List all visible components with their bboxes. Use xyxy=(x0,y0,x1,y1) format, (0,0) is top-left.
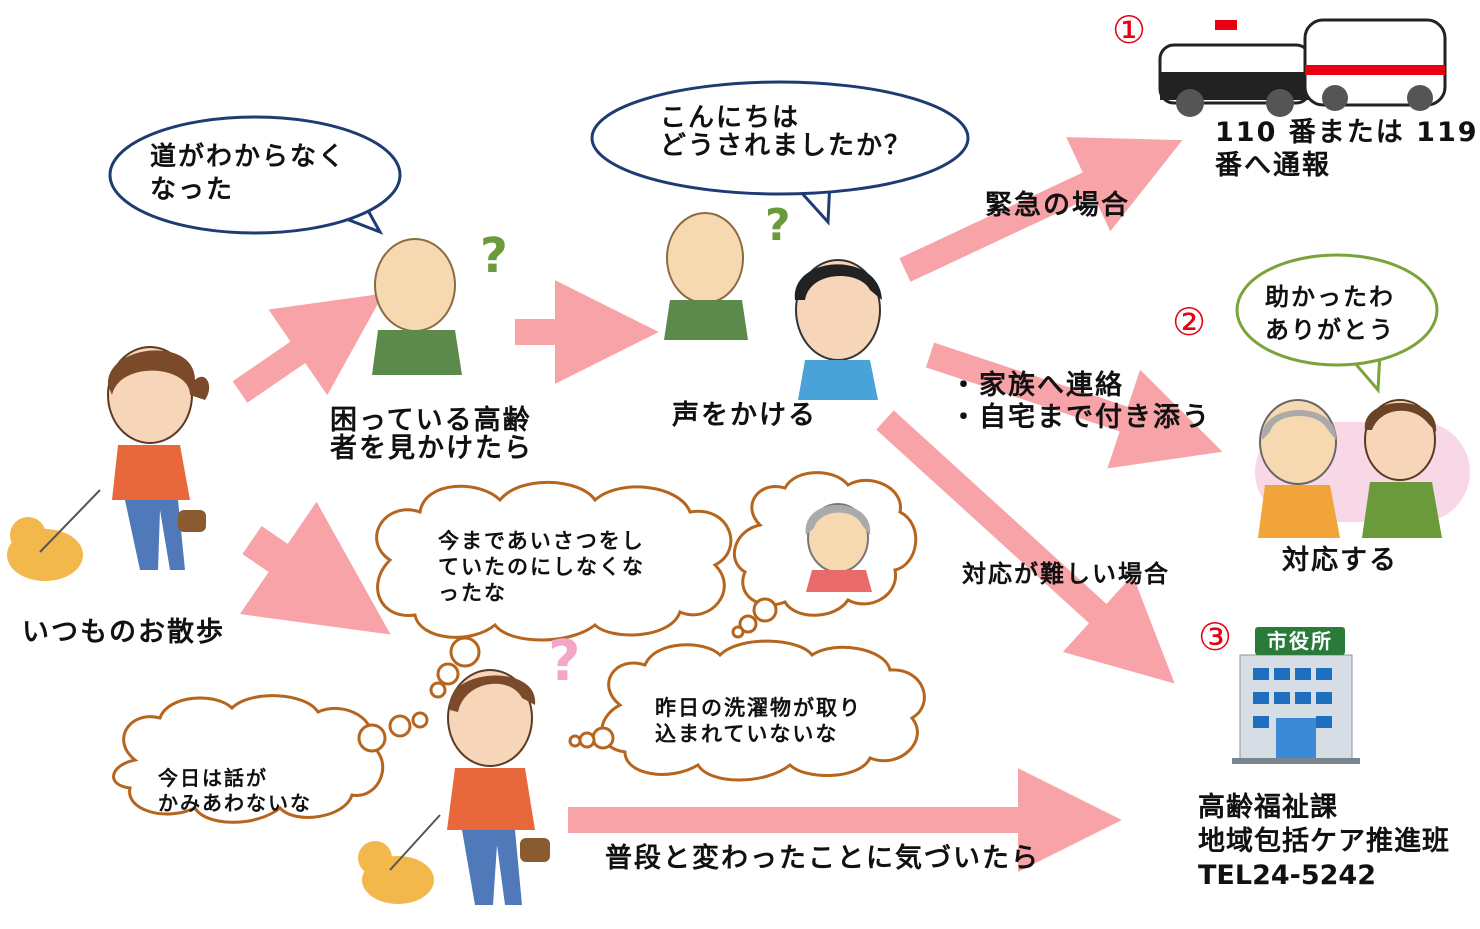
department-name-line2: 地域包括ケア推進班 xyxy=(1198,826,1450,857)
thought-cloud-greeting xyxy=(375,480,733,642)
city-arrow-label: 対応が難しい場合 xyxy=(962,560,1170,588)
arrow-family xyxy=(925,342,1223,469)
svg-text:?: ? xyxy=(765,200,791,251)
encounter-label-line2: 者を見かけたら xyxy=(330,433,533,464)
city-hall-building-illustration xyxy=(1232,627,1360,764)
number-three-badge: ③ xyxy=(1198,615,1233,659)
police-car-and-ambulance-illustration xyxy=(1158,18,1447,117)
cloud-greeting-line3: ったな xyxy=(438,581,507,605)
family-bullet-1: ・家族へ連絡 xyxy=(950,370,1124,401)
arrow-walk-to-notice xyxy=(239,501,391,635)
number-two-badge: ② xyxy=(1172,300,1207,344)
thought-cloud-conversation xyxy=(112,694,385,824)
encounter-label-line1: 困っている高齢 xyxy=(330,405,532,436)
svg-text:?: ? xyxy=(548,629,580,694)
woman-walking-dog-illustration xyxy=(7,346,210,581)
department-name-line1: 高齢福祉課 xyxy=(1198,792,1338,823)
cloud-conversation-line2: かみあわないな xyxy=(158,791,312,815)
respond-label: 対応する xyxy=(1282,545,1398,576)
thanks-bubble-line1: 助かったわ xyxy=(1265,283,1395,311)
emergency-arrow-label: 緊急の場合 xyxy=(985,190,1130,221)
cloud-greeting-line2: ていたのにしなくな xyxy=(438,555,645,579)
thanks-bubble-line2: ありがとう xyxy=(1265,316,1395,344)
confused-elderly-man-illustration: ? xyxy=(372,228,508,375)
arrow-city xyxy=(876,410,1175,684)
number-one-badge: ① xyxy=(1112,8,1147,52)
cloud-laundry-line2: 込まれていないな xyxy=(655,722,839,746)
greeting-bubble-line2: どうされましたか？ xyxy=(660,131,913,161)
walk-label: いつものお散歩 xyxy=(22,617,225,648)
city-hall-sign: 市役所 xyxy=(1267,629,1333,653)
arrow-walk-to-encounter xyxy=(232,293,384,403)
lost-bubble-line1: 道がわからなく xyxy=(150,142,347,172)
speech-bubble-thanks xyxy=(1235,253,1439,394)
lost-bubble-line2: なった xyxy=(150,175,235,205)
elderly-man-with-helper-illustration: ? xyxy=(664,200,882,400)
cloud-conversation-line1: 今日は話が xyxy=(158,766,268,790)
cloud-laundry-line1: 昨日の洗濯物が取り xyxy=(655,696,862,720)
emergency-result-line1: 110 番または 119 xyxy=(1215,117,1479,148)
arrow-emergency xyxy=(899,137,1183,282)
notice-arrow-label: 普段と変わったことに気づいたら xyxy=(605,843,1040,874)
thought-dots xyxy=(357,597,778,753)
cloud-greeting-line1: 今まであいさつをし xyxy=(438,529,645,553)
woman-thinking-with-dog-illustration: ? xyxy=(358,629,580,905)
family-bullet-2: ・自宅まで付き添う xyxy=(950,402,1211,433)
speech-bubble-greeting xyxy=(590,80,970,226)
elderly-neighbor-portrait-illustration xyxy=(805,503,872,592)
elderly-woman-and-caregiver-illustration xyxy=(1255,399,1470,538)
emergency-result-line2: 番へ通報 xyxy=(1215,150,1331,181)
greeting-bubble-line1: こんにちは xyxy=(660,103,801,133)
speech-bubble-lost xyxy=(108,115,402,235)
department-phone: TEL24-5242 xyxy=(1198,860,1376,891)
svg-text:?: ? xyxy=(480,228,508,284)
thought-cloud-laundry xyxy=(600,639,926,782)
call-out-label: 声をかける xyxy=(672,400,817,431)
flow-arrows xyxy=(232,137,1223,872)
